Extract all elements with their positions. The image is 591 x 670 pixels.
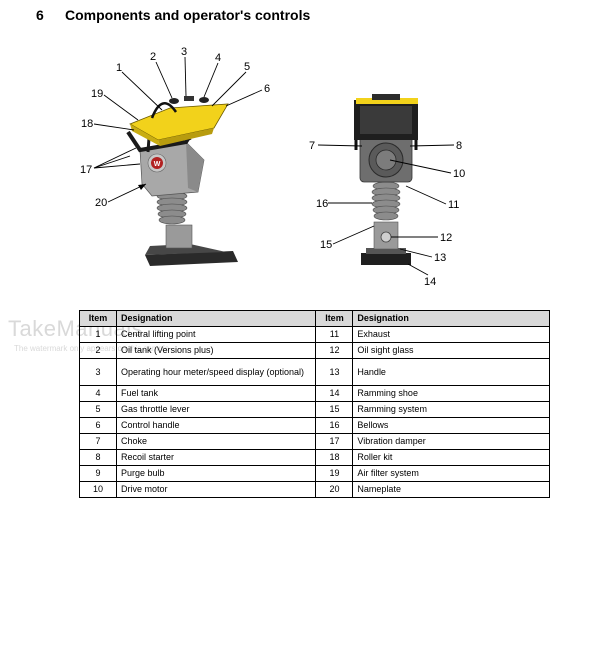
table-row: 9 Purge bulb 19 Air filter system bbox=[79, 465, 550, 482]
callout-19: 19 bbox=[91, 88, 103, 100]
table-row: 10 Drive motor 20 Nameplate bbox=[79, 481, 550, 498]
table-row: 1 Central lifting point 11 Exhaust bbox=[79, 326, 550, 343]
callout-20: 20 bbox=[95, 197, 107, 209]
item-designation: Oil tank (Versions plus) bbox=[115, 342, 317, 359]
item-number: 1 bbox=[79, 326, 117, 343]
callout-1: 1 bbox=[116, 62, 122, 74]
item-designation: Fuel tank bbox=[115, 385, 317, 402]
item-designation: Central lifting point bbox=[115, 326, 317, 343]
callout-18: 18 bbox=[81, 118, 93, 130]
item-designation: Handle bbox=[352, 358, 550, 386]
callout-4: 4 bbox=[215, 52, 221, 64]
item-number: 6 bbox=[79, 417, 117, 434]
item-number: 3 bbox=[79, 358, 117, 386]
header-item-2: Item bbox=[315, 310, 354, 327]
callout-13: 13 bbox=[434, 252, 446, 264]
callout-16: 16 bbox=[316, 198, 328, 210]
table-row: 2 Oil tank (Versions plus) 12 Oil sight … bbox=[79, 342, 550, 359]
callout-5: 5 bbox=[244, 61, 250, 73]
callout-11: 11 bbox=[448, 199, 459, 211]
callout-15: 15 bbox=[320, 239, 332, 251]
callout-17: 17 bbox=[80, 164, 92, 176]
item-number: 14 bbox=[315, 385, 354, 402]
item-designation: Air filter system bbox=[352, 465, 550, 482]
callout-6: 6 bbox=[264, 83, 270, 95]
callout-14: 14 bbox=[424, 276, 436, 288]
rammer-illustration: W 1 2 3 4 5 6 19 18 17 20 bbox=[80, 46, 465, 288]
item-number: 13 bbox=[315, 358, 354, 386]
table-row: 4 Fuel tank 14 Ramming shoe bbox=[79, 385, 550, 402]
item-number: 18 bbox=[315, 449, 354, 466]
item-number: 8 bbox=[79, 449, 117, 466]
item-number: 5 bbox=[79, 401, 117, 418]
right-leader-lines bbox=[317, 144, 455, 276]
section-heading: 6 Components and operator's controls bbox=[36, 7, 310, 23]
item-designation: Roller kit bbox=[352, 449, 550, 466]
table-row: 8 Recoil starter 18 Roller kit bbox=[79, 449, 550, 466]
item-number: 11 bbox=[315, 326, 354, 343]
section-title: Components and operator's controls bbox=[65, 7, 311, 23]
item-designation: Purge bulb bbox=[115, 465, 317, 482]
item-number: 20 bbox=[315, 481, 354, 498]
item-designation: Vibration damper bbox=[352, 433, 550, 450]
item-designation: Operating hour meter/speed display (opti… bbox=[115, 358, 317, 386]
item-designation: Recoil starter bbox=[115, 449, 317, 466]
section-number: 6 bbox=[36, 7, 44, 23]
item-number: 19 bbox=[315, 465, 354, 482]
left-leader-lines bbox=[93, 56, 263, 203]
item-designation: Drive motor bbox=[115, 481, 317, 498]
callout-2: 2 bbox=[150, 51, 156, 63]
item-designation: Ramming system bbox=[352, 401, 550, 418]
item-designation: Bellows bbox=[352, 417, 550, 434]
item-designation: Gas throttle lever bbox=[115, 401, 317, 418]
callout-8: 8 bbox=[456, 140, 462, 152]
item-designation: Oil sight glass bbox=[352, 342, 550, 359]
rammer-side-view: W bbox=[126, 96, 238, 266]
callout-3: 3 bbox=[181, 46, 187, 58]
item-designation: Control handle bbox=[115, 417, 317, 434]
logo-text: W bbox=[154, 161, 161, 168]
item-designation: Choke bbox=[115, 433, 317, 450]
item-number: 17 bbox=[315, 433, 354, 450]
item-designation: Ramming shoe bbox=[352, 385, 550, 402]
item-number: 12 bbox=[315, 342, 354, 359]
table-header-row: Item Designation Item Designation bbox=[79, 310, 550, 327]
item-designation: Nameplate bbox=[352, 481, 550, 498]
item-number: 16 bbox=[315, 417, 354, 434]
item-number: 9 bbox=[79, 465, 117, 482]
right-callouts: 7 8 10 16 11 15 12 13 14 bbox=[309, 140, 465, 288]
item-number: 2 bbox=[79, 342, 117, 359]
callout-7: 7 bbox=[309, 140, 315, 152]
table-row: 6 Control handle 16 Bellows bbox=[79, 417, 550, 434]
table-row: 3 Operating hour meter/speed display (op… bbox=[79, 358, 550, 386]
callout-12: 12 bbox=[440, 232, 452, 244]
rammer-rear-view bbox=[354, 94, 418, 265]
item-number: 10 bbox=[79, 481, 117, 498]
header-item-1: Item bbox=[79, 310, 117, 327]
item-number: 4 bbox=[79, 385, 117, 402]
item-number: 7 bbox=[79, 433, 117, 450]
components-table: Item Designation Item Designation 1 Cent… bbox=[79, 310, 550, 498]
header-designation-1: Designation bbox=[115, 310, 317, 327]
header-designation-2: Designation bbox=[352, 310, 550, 327]
table-row: 5 Gas throttle lever 15 Ramming system bbox=[79, 401, 550, 418]
item-number: 15 bbox=[315, 401, 354, 418]
item-designation: Exhaust bbox=[352, 326, 550, 343]
callout-10: 10 bbox=[453, 168, 465, 180]
table-row: 7 Choke 17 Vibration damper bbox=[79, 433, 550, 450]
left-callouts: 1 2 3 4 5 6 19 18 17 20 bbox=[80, 46, 270, 209]
